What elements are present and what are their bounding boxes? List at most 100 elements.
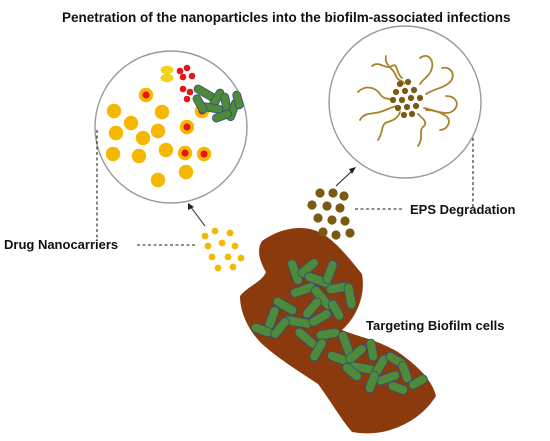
bacterium [364,370,380,394]
eps-degraded-particles [389,78,424,119]
nanoparticle [131,148,147,164]
bacterium [397,360,413,384]
eps-core-particle [407,94,415,102]
bacterium [315,327,341,341]
drug-nanocarriers-label: Drug Nanocarriers [4,237,118,252]
nanoparticle [123,115,139,131]
free-nanoparticle [224,253,232,261]
eps-fiber [425,109,450,131]
bacterium [308,309,332,327]
eps-fiber [384,55,405,85]
eps-particle [339,191,349,201]
eps-particle [340,216,350,226]
bacterium [192,94,208,114]
eps-core-particle [410,86,418,94]
targeting-biofilm-label: Targeting Biofilm cells [366,318,504,333]
capsule-top [160,65,174,75]
bacterium [345,344,367,364]
eps-core-particle [408,110,416,118]
eps-core-particle [392,88,400,96]
free-nanoparticle [229,263,237,271]
free-nanoparticle [211,227,219,235]
bacterium [309,338,327,362]
eps-fibers [357,55,458,147]
yellow-capsule-icon [160,65,174,83]
bacterium [408,374,428,390]
nanoparticle [106,103,122,119]
bacterium [343,282,357,310]
eps-core-particle [394,104,402,112]
eps-degradation-label: EPS Degradation [410,202,516,217]
arrow-to-eps-zoom [335,167,356,187]
eps-zoom-border [328,25,482,179]
eps-core-particle [400,111,408,119]
eps-fiber [425,66,454,95]
eps-particle [328,188,338,198]
bacterium [342,362,362,382]
bacterium [270,317,290,339]
free-nanoparticle [214,264,222,272]
biofilm-bacteria [250,258,428,395]
eps-core-particle [401,87,409,95]
nanoparticle [105,146,121,162]
bacterium [387,381,409,395]
nanoparticle [150,123,166,139]
free-nanoparticle [226,229,234,237]
released-drug-particles [176,64,196,103]
nanoparticle [108,125,124,141]
eps-core-particle [403,103,411,111]
drug-particle [186,88,194,96]
eps-core-particle [416,94,424,102]
bacterium [272,296,298,316]
eps-fiber [417,113,427,147]
bacterium [297,258,319,278]
free-nanoparticle [204,242,212,250]
free-nanoparticle [208,253,216,261]
drug-core [142,91,150,99]
eps-fiber [371,63,403,79]
bacterium [322,260,338,284]
eps-degradation-leader [355,138,474,210]
free-nanoparticle [218,239,226,247]
free-nanoparticle [231,242,239,250]
biofilm-matrix [240,227,436,434]
eps-particle [335,203,345,213]
drug-particle [176,67,184,75]
bacterium [211,109,233,123]
nanocarrier-zoom-border [94,50,248,204]
nanoparticle [154,104,170,120]
eps-particle [327,215,337,225]
eps-core-particle [412,102,420,110]
capsule-bottom [160,73,174,83]
eps-fiber [377,111,401,141]
bacterium [365,338,379,362]
eps-fiber [419,55,434,85]
drug-particle [179,73,187,81]
free-nanoparticles [201,227,245,272]
drug-core [181,149,189,157]
eps-fiber [359,105,397,121]
nanocarrier-zoom-circle [94,50,248,204]
bacterium [232,90,244,110]
bacterium [302,297,322,319]
free-nanoparticle [237,254,245,262]
nanoparticle [150,172,166,188]
drug-particle [188,72,196,80]
free-nanoparticle [201,232,209,240]
eps-particle [318,227,328,237]
drug-core [183,123,191,131]
eps-zoom-circle [328,25,482,179]
nanoparticle [178,164,194,180]
nanoparticle [158,142,174,158]
bacteria-cluster-zoom [192,84,244,123]
arrow-to-nanocarrier-zoom [188,203,206,227]
bacterium [290,282,316,298]
nanoparticle [135,130,151,146]
eps-particle [313,213,323,223]
eps-particle [331,230,341,240]
eps-core-particle [389,96,397,104]
eps-degrading-particles [307,188,355,240]
diagram-title: Penetration of the nanoparticles into th… [62,10,511,25]
eps-particle [345,228,355,238]
